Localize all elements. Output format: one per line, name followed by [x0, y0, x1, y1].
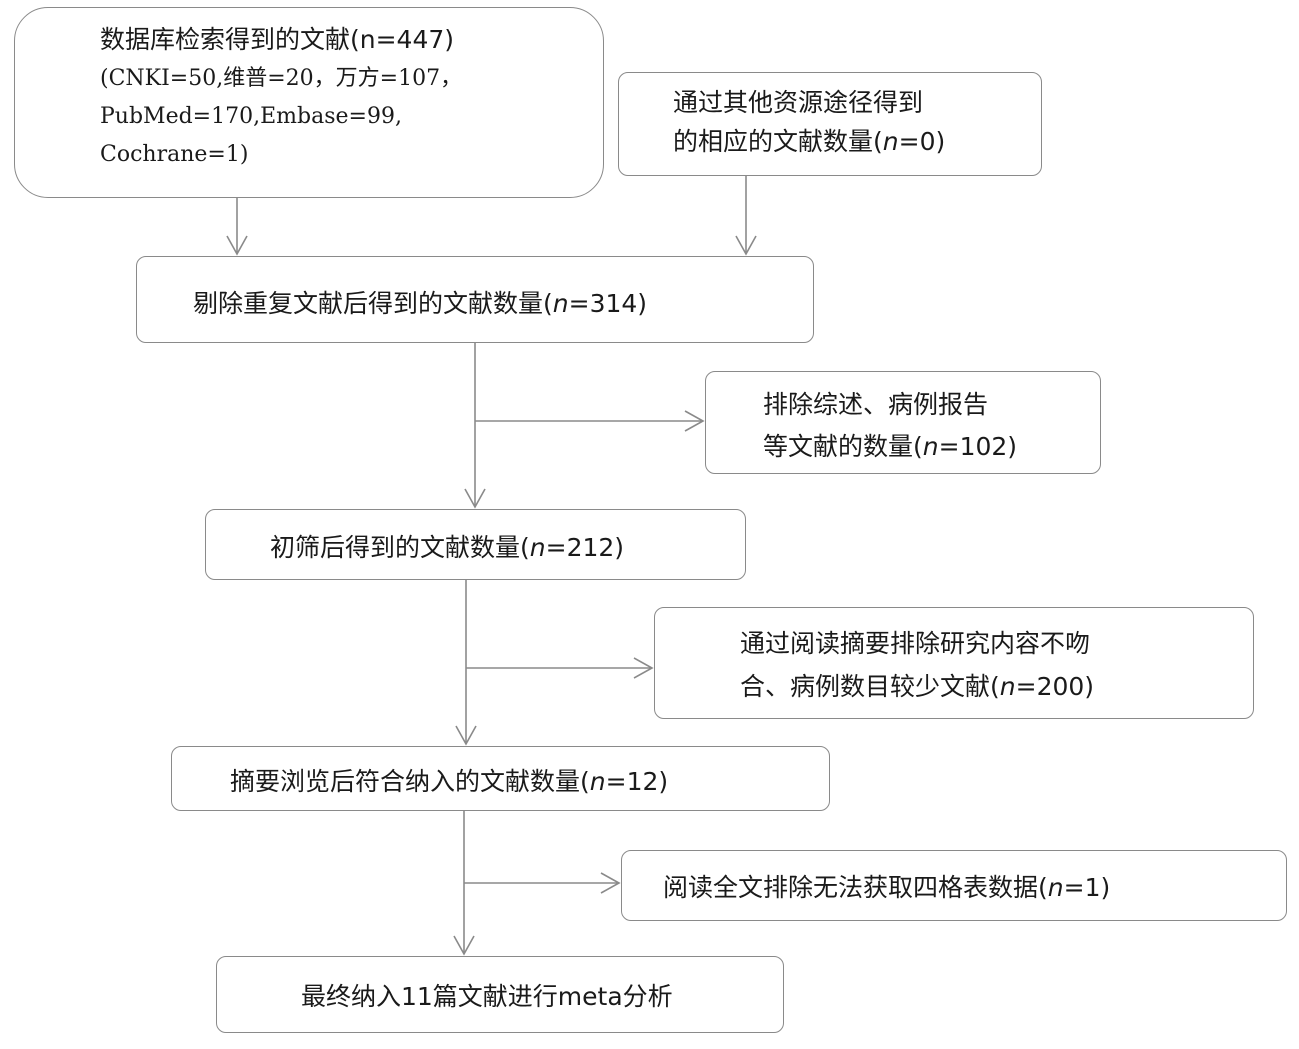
other-sources-line2: 的相应的文献数量(n=0)	[673, 123, 945, 161]
excluded-reviews-line2: 等文献的数量(n=102)	[763, 428, 1017, 466]
excluded-fulltext-text: 阅读全文排除无法获取四格表数据(n=1)	[663, 869, 1110, 907]
final-included-text: 最终纳入11篇文献进行meta分析	[301, 982, 673, 1011]
arrowhead	[226, 235, 248, 256]
after-dedup-n: n	[552, 289, 569, 318]
arrowhead	[684, 410, 705, 432]
after-dedup-box	[136, 256, 814, 343]
final-included-box	[216, 956, 784, 1033]
excluded-abstract-n: n	[999, 672, 1016, 701]
other-sources-prefix: 的相应的文献数量(	[673, 127, 883, 156]
excluded-fulltext-prefix: 阅读全文排除无法获取四格表数据(	[663, 873, 1048, 902]
after-screening-prefix: 初筛后得到的文献数量(	[270, 533, 530, 562]
arrowhead	[464, 488, 486, 509]
excluded-abstract-suffix: =200)	[1015, 672, 1095, 701]
after-abstract-text: 摘要浏览后符合纳入的文献数量(n=12)	[230, 763, 668, 801]
excluded-fulltext-n: n	[1047, 873, 1064, 902]
database-search-title: 数据库检索得到的文献(n=447)	[100, 25, 455, 54]
database-search-line4: Cochrane=1)	[100, 142, 249, 167]
arrowhead	[455, 725, 477, 746]
after-screening-suffix: =212)	[545, 533, 625, 562]
after-abstract-prefix: 摘要浏览后符合纳入的文献数量(	[230, 767, 590, 796]
after-dedup-suffix: =314)	[568, 289, 648, 318]
other-sources-box	[618, 72, 1042, 176]
after-screening-text: 初筛后得到的文献数量(n=212)	[270, 529, 624, 567]
excluded-fulltext-box	[621, 850, 1287, 921]
arrowhead	[633, 657, 654, 679]
after-screening-box	[205, 509, 746, 580]
excluded-abstract-prefix: 合、病例数目较少文献(	[740, 672, 1000, 701]
other-sources-suffix: =0)	[898, 127, 946, 156]
excluded-abstract-line2: 合、病例数目较少文献(n=200)	[740, 668, 1094, 706]
excluded-reviews-suffix: =102)	[938, 432, 1018, 461]
after-dedup-prefix: 剔除重复文献后得到的文献数量(	[193, 289, 553, 318]
after-screening-n: n	[529, 533, 546, 562]
excluded-abstract-box	[654, 607, 1254, 719]
after-dedup-text: 剔除重复文献后得到的文献数量(n=314)	[193, 285, 647, 323]
excluded-abstract-line1: 通过阅读摘要排除研究内容不吻	[740, 629, 1091, 658]
excluded-reviews-box	[705, 371, 1101, 474]
other-sources-line1: 通过其他资源途径得到	[673, 88, 924, 117]
database-search-line2: (CNKI=50,维普=20，万方=107，	[100, 66, 463, 91]
database-search-line3: PubMed=170,Embase=99,	[100, 104, 402, 129]
arrowhead	[600, 872, 621, 894]
excluded-fulltext-suffix: =1)	[1063, 873, 1111, 902]
arrowhead	[735, 235, 757, 256]
excluded-reviews-line1: 排除综述、病例报告	[763, 390, 989, 419]
excluded-reviews-prefix: 等文献的数量(	[763, 432, 923, 461]
after-abstract-suffix: =12)	[605, 767, 669, 796]
database-search-box	[14, 7, 604, 198]
database-search-line1: 数据库检索得到的文献(n=447)	[100, 21, 454, 59]
other-sources-n: n	[882, 127, 899, 156]
arrowhead	[453, 935, 475, 956]
excluded-reviews-n: n	[922, 432, 939, 461]
after-abstract-n: n	[589, 767, 606, 796]
after-abstract-box	[171, 746, 830, 811]
